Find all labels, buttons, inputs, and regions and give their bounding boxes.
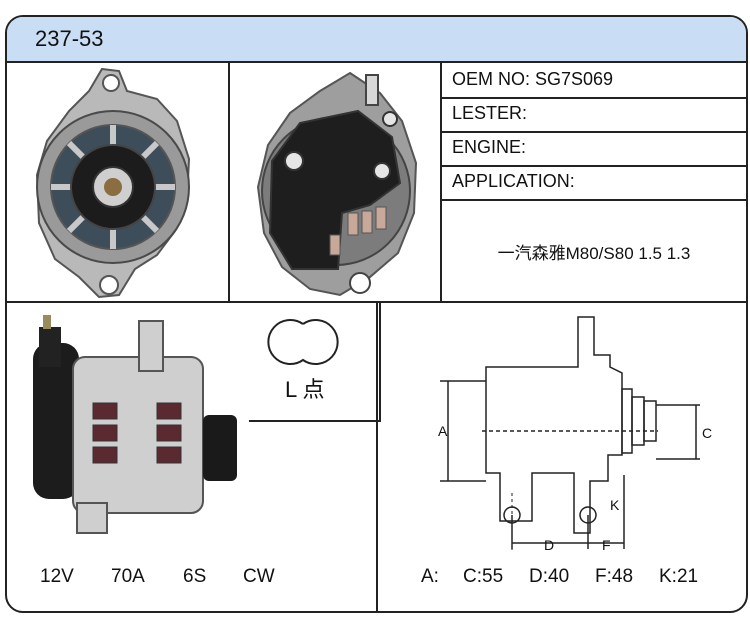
spec-row-oem: OEM NO: SG7S069 bbox=[442, 63, 746, 99]
lester-number: LESTER: bbox=[452, 103, 528, 123]
dimension-diagram: A C D F K bbox=[378, 303, 746, 553]
divider bbox=[376, 301, 378, 611]
spec-voltage: 12V bbox=[40, 566, 74, 587]
dimension-k: K:21 bbox=[659, 566, 699, 587]
title-bar: 237-53 bbox=[7, 17, 746, 63]
spec-amperage: 70A bbox=[111, 566, 145, 587]
dimension-label-a: A bbox=[438, 423, 448, 439]
divider bbox=[440, 61, 442, 301]
dimension-label-k: K bbox=[610, 497, 620, 513]
alternator-side-image bbox=[33, 315, 237, 534]
engine-label: ENGINE: bbox=[452, 137, 527, 157]
dimension-c: C:55 bbox=[463, 566, 504, 587]
product-spec-sheet: 237-53 bbox=[5, 15, 748, 613]
dimension-label-c: C bbox=[702, 425, 713, 441]
spec-row-lester: LESTER: bbox=[442, 97, 746, 133]
alternator-front-view bbox=[7, 63, 228, 301]
dimension-label-f: F bbox=[602, 537, 611, 553]
application-value: 一汽森雅M80/S80 1.5 1.3 bbox=[497, 244, 691, 263]
dimension-a: A: bbox=[421, 566, 439, 587]
dimension-label-d: D bbox=[544, 537, 555, 553]
spec-table: OEM NO: SG7S069 LESTER: ENGINE: APPLICAT… bbox=[442, 63, 746, 301]
dimension-drawing bbox=[440, 316, 700, 553]
alternator-rear-view bbox=[230, 63, 440, 301]
alternator-side-view bbox=[7, 303, 248, 553]
spec-row-application: APPLICATION: bbox=[442, 165, 746, 201]
connector-outline-icon bbox=[267, 319, 339, 365]
dimension-d: D:40 bbox=[529, 566, 570, 587]
alternator-rear-image bbox=[256, 71, 418, 297]
application-label: APPLICATION: bbox=[452, 171, 575, 191]
dimension-f: F:48 bbox=[595, 566, 634, 587]
spec-rotation: CW bbox=[243, 566, 275, 587]
divider bbox=[228, 61, 230, 301]
oem-number: OEM NO: SG7S069 bbox=[452, 69, 614, 89]
alternator-front-image bbox=[35, 67, 191, 299]
spec-row-engine: ENGINE: bbox=[442, 131, 746, 167]
part-number-title: 237-53 bbox=[35, 26, 104, 51]
spec-pulley: 6S bbox=[183, 566, 207, 587]
mount-type-box: L 点 bbox=[249, 302, 381, 422]
mount-type-label: L 点 bbox=[285, 377, 325, 402]
